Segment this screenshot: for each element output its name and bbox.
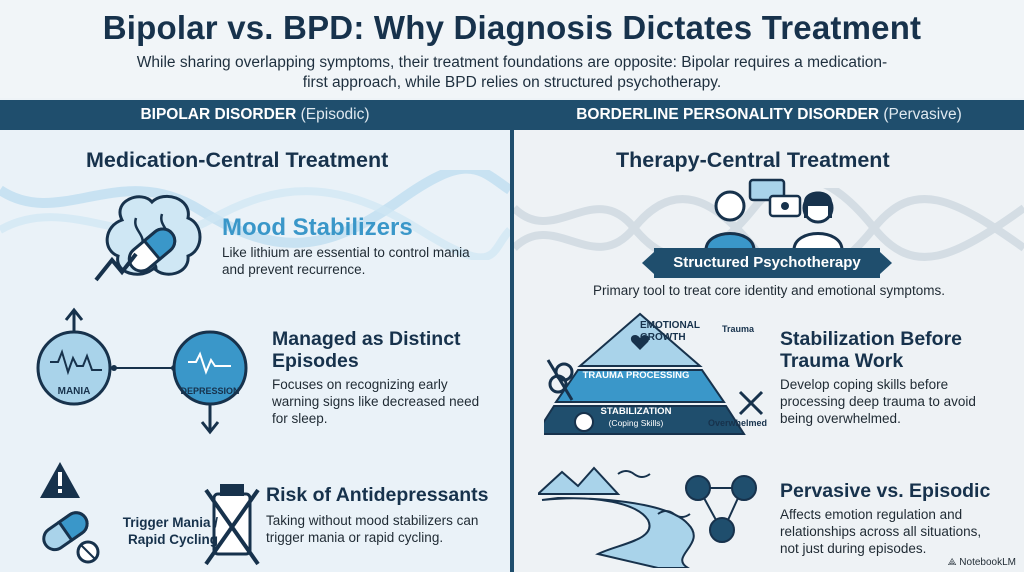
mood-stabilizers-text: Like lithium are essential to control ma… bbox=[222, 245, 470, 277]
distinct-episodes-text: Focuses on recognizing early warning sig… bbox=[272, 377, 480, 426]
overwhelmed-tag: Overwhelmed bbox=[708, 418, 768, 428]
banner-caption: Primary tool to treat core identity and … bbox=[593, 283, 945, 298]
bpd-panel-title: Therapy-Central Treatment bbox=[616, 148, 890, 172]
logo-text: NotebookLM bbox=[959, 557, 1016, 568]
trigger-mania-label: Trigger Mania / Rapid Cycling bbox=[122, 515, 218, 547]
logo-icon: ⟁ bbox=[947, 557, 957, 568]
mania-label: MANIA bbox=[57, 386, 91, 397]
column-divider bbox=[510, 100, 514, 572]
pervasive-heading: Pervasive vs. Episodic bbox=[780, 480, 991, 502]
pyramid-bottom-label: STABILIZATION bbox=[600, 406, 672, 417]
therapy-session-icon bbox=[704, 178, 844, 250]
page-title: Bipolar vs. BPD: Why Diagnosis Dictates … bbox=[102, 9, 922, 46]
pyramid-middle-label: TRAUMA PROCESSING bbox=[582, 370, 690, 381]
bipolar-bar-label: BIPOLAR DISORDER bbox=[140, 106, 297, 123]
mania-depression-icon bbox=[36, 307, 248, 435]
trauma-tag: Trauma bbox=[722, 324, 755, 334]
pyramid-top-label: EMOTIONAL GROWTH bbox=[640, 320, 700, 343]
bpd-column-bar: BORDERLINE PERSONALITY DISORDER (Pervasi… bbox=[514, 100, 1024, 130]
wave-decoration bbox=[0, 170, 510, 260]
bipolar-column-bar: BIPOLAR DISORDER (Episodic) bbox=[0, 100, 510, 130]
mood-stabilizers-heading: Mood Stabilizers bbox=[222, 214, 413, 241]
river-network-icon bbox=[538, 466, 757, 568]
risk-antidepressants-heading: Risk of Antidepressants bbox=[266, 484, 489, 506]
bpd-bar-label: BORDERLINE PERSONALITY DISORDER bbox=[576, 106, 880, 123]
bipolar-bar-paren: (Episodic) bbox=[300, 106, 370, 123]
bpd-bar-paren: (Pervasive) bbox=[883, 106, 962, 123]
structured-psychotherapy-banner: Structured Psychotherapy bbox=[642, 248, 892, 278]
page-subtitle: While sharing overlapping symptoms, thei… bbox=[136, 54, 888, 91]
notebooklm-logo: ⟁ NotebookLM bbox=[948, 557, 1016, 568]
bipolar-panel-title: Medication-Central Treatment bbox=[86, 148, 389, 172]
depression-label: DEPRESSION bbox=[180, 386, 240, 396]
pervasive-text: Affects emotion regulation and relations… bbox=[780, 507, 982, 556]
stabilization-heading: Stabilization Before Trauma Work bbox=[780, 328, 963, 372]
stabilization-text: Develop coping skills before processing … bbox=[780, 377, 976, 426]
distinct-episodes-heading: Managed as Distinct Episodes bbox=[272, 328, 461, 372]
treatment-pyramid bbox=[544, 312, 764, 435]
risk-antidepressants-text: Taking without mood stabilizers can trig… bbox=[266, 513, 479, 545]
brain-pill-icon bbox=[94, 194, 202, 282]
antidepressant-warning-icon bbox=[40, 462, 260, 566]
bipolar-panel: Medication-Central Treatment Mood Stabil… bbox=[0, 130, 510, 572]
pyramid-bottom-sublabel: (Coping Skills) bbox=[608, 418, 664, 428]
header: Bipolar vs. BPD: Why Diagnosis Dictates … bbox=[0, 0, 1024, 98]
bpd-panel: Therapy-Central Treatment Structured Psy… bbox=[514, 130, 1024, 572]
